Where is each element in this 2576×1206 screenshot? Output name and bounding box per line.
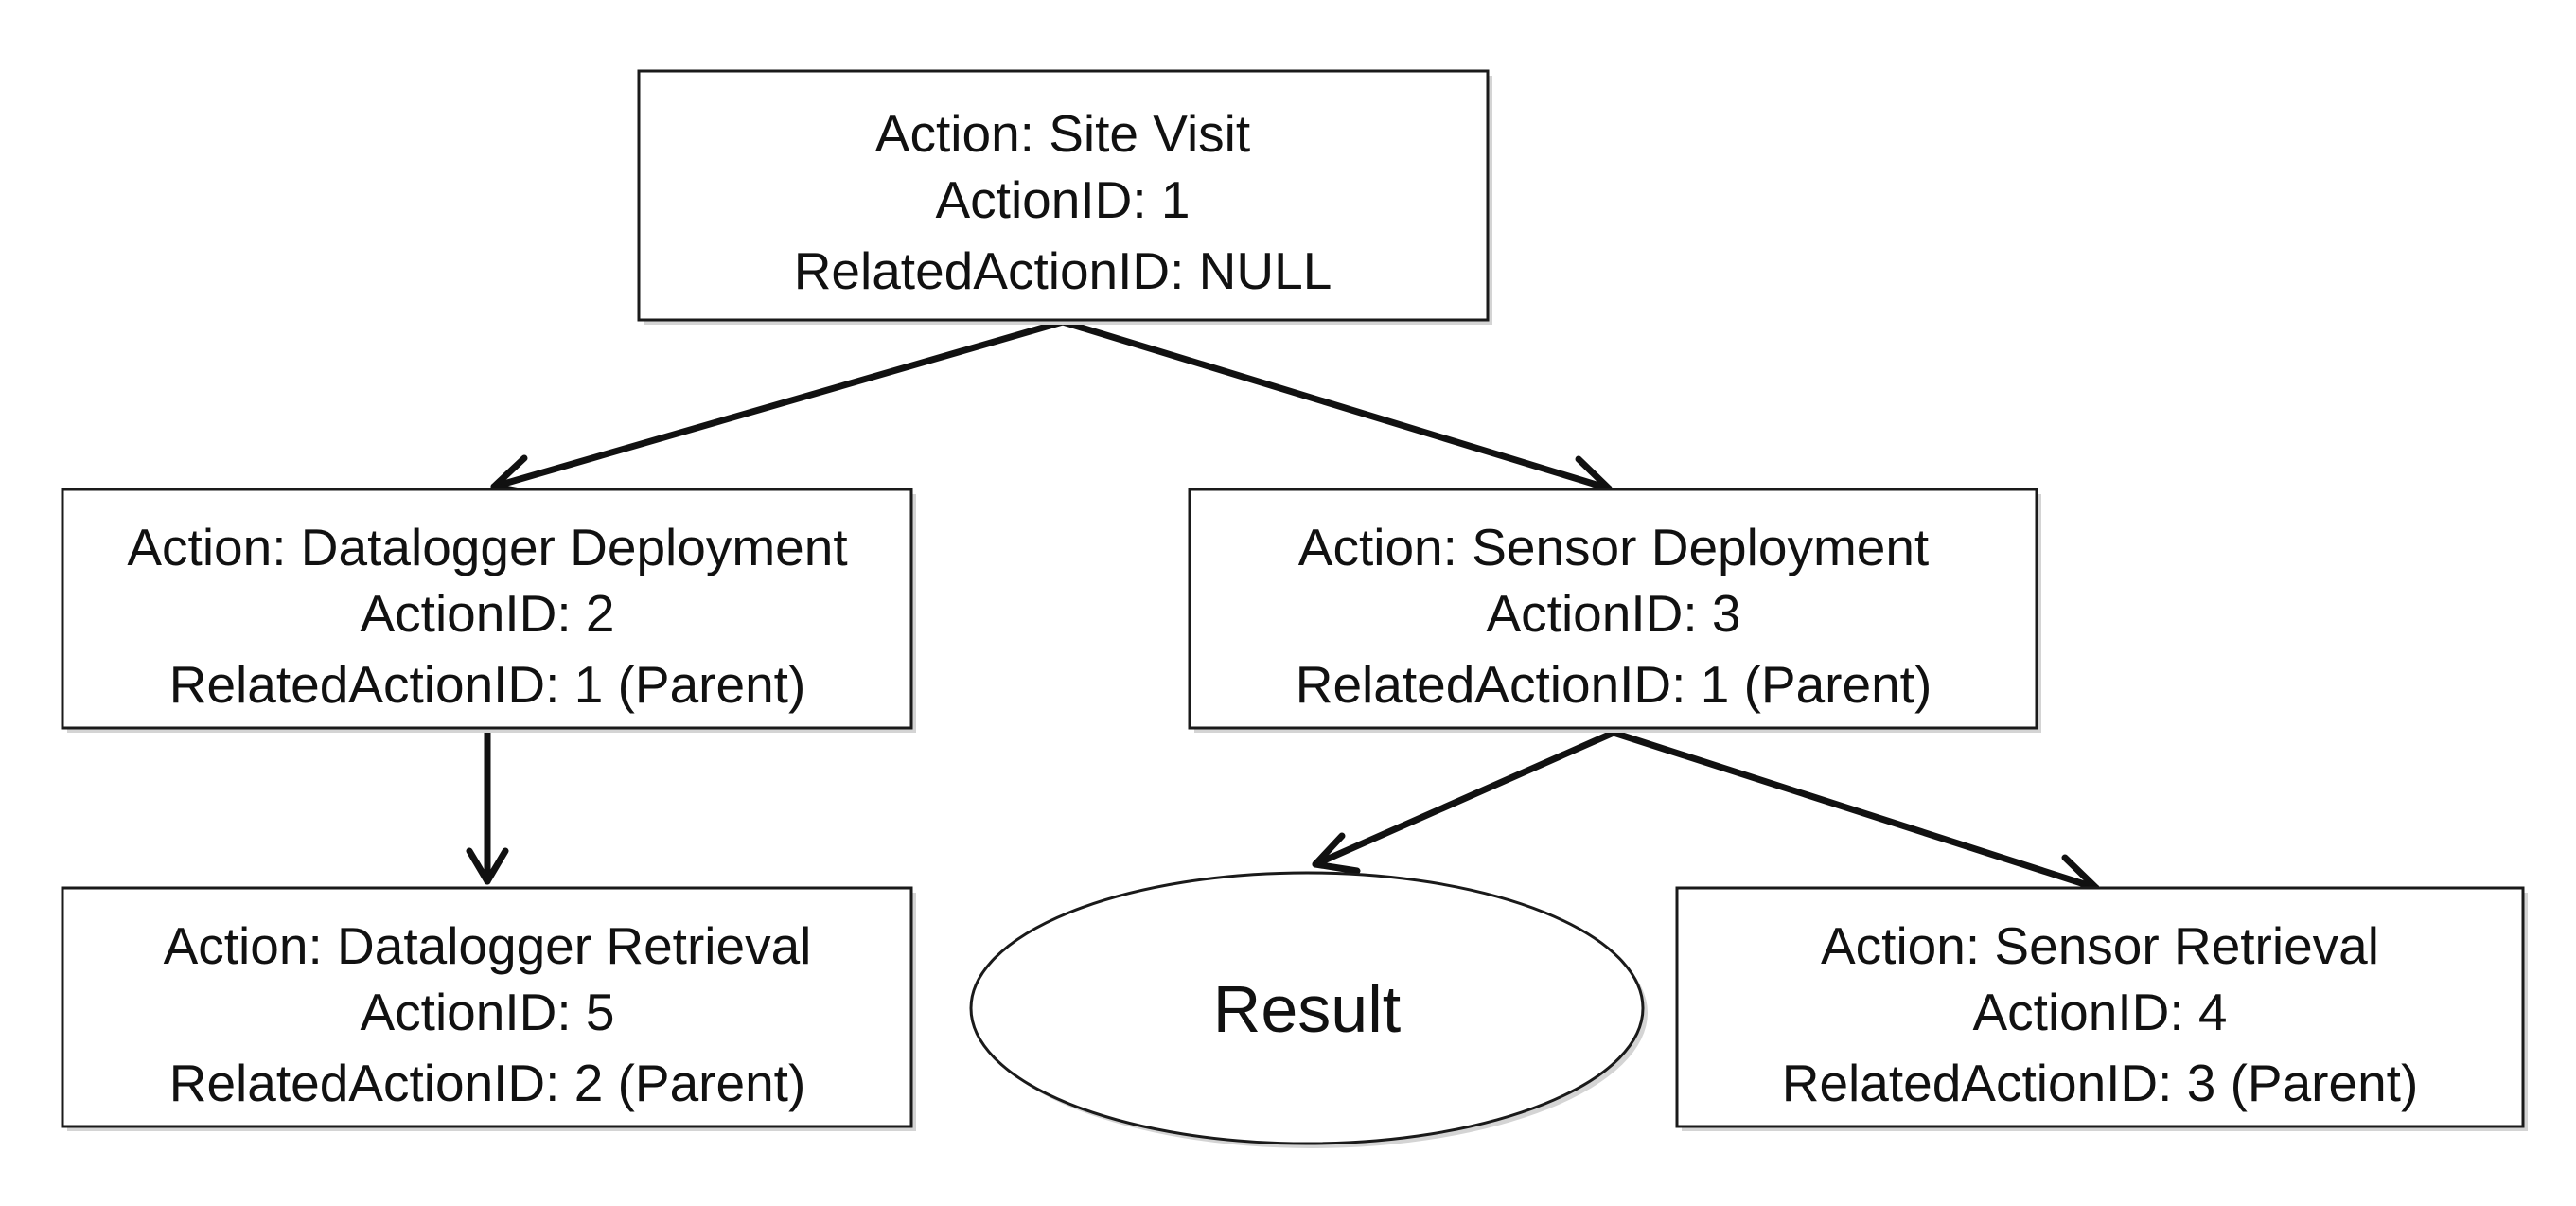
edge-datalogger-deployment-to-datalogger-retrieval — [466, 729, 509, 885]
node-related-action-id: RelatedActionID: 1 (Parent) — [1296, 655, 1932, 714]
node-action-label: Action: Sensor Retrieval — [1821, 916, 2379, 975]
node-related-action-id: RelatedActionID: 3 (Parent) — [1782, 1054, 2419, 1112]
edge-site-visit-to-datalogger-deployment — [490, 318, 1067, 498]
node-related-action-id: RelatedActionID: 1 (Parent) — [169, 655, 806, 714]
node-related-action-id: RelatedActionID: NULL — [794, 241, 1332, 300]
node-datalogger-deployment: Action: Datalogger Deployment ActionID: … — [61, 488, 916, 733]
node-action-id: ActionID: 2 — [360, 584, 614, 643]
edges — [466, 318, 2100, 897]
node-datalogger-retrieval: Action: Datalogger Retrieval ActionID: 5… — [61, 886, 916, 1131]
node-action-label: Action: Sensor Deployment — [1298, 518, 1929, 576]
edge-sensor-deployment-to-result — [1312, 729, 1617, 875]
edge-sensor-deployment-to-sensor-retrieval — [1610, 729, 2100, 897]
node-action-label: Action: Datalogger Retrieval — [164, 916, 812, 975]
node-action-id: ActionID: 1 — [935, 170, 1190, 229]
node-action-id: ActionID: 3 — [1486, 584, 1740, 643]
node-site-visit: Action: Site Visit ActionID: 1 RelatedAc… — [637, 69, 1492, 325]
node-action-id: ActionID: 4 — [1972, 983, 2227, 1041]
node-related-action-id: RelatedActionID: 2 (Parent) — [169, 1054, 806, 1112]
edge-site-visit-to-sensor-deployment — [1059, 318, 1613, 498]
node-result: Result — [969, 871, 1648, 1148]
node-action-id: ActionID: 5 — [360, 983, 614, 1041]
node-action-label: Action: Site Visit — [875, 104, 1250, 163]
node-sensor-deployment: Action: Sensor Deployment ActionID: 3 Re… — [1188, 488, 2041, 733]
node-result-label: Result — [1213, 972, 1401, 1046]
node-action-label: Action: Datalogger Deployment — [127, 518, 847, 576]
node-sensor-retrieval: Action: Sensor Retrieval ActionID: 4 Rel… — [1675, 886, 2528, 1131]
